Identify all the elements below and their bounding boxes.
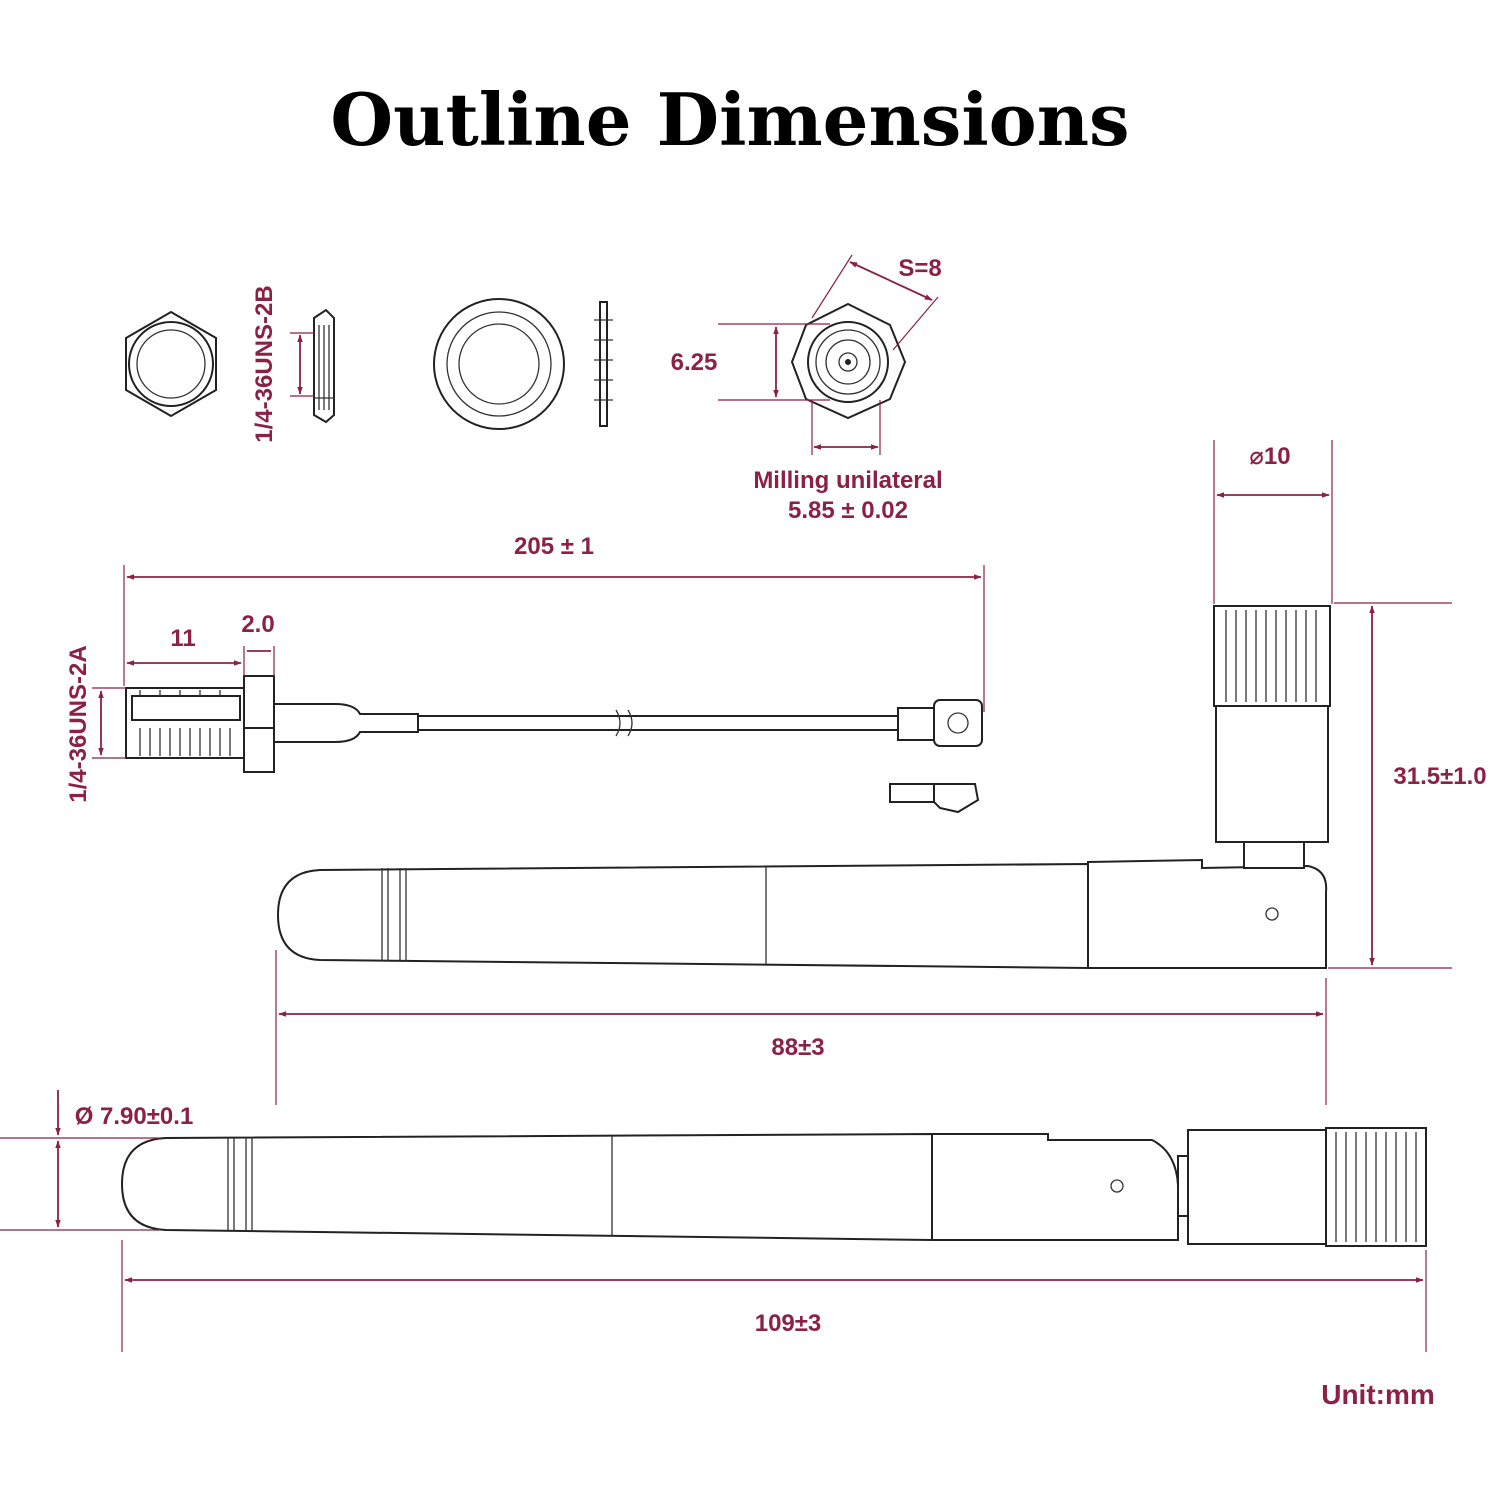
milling-label-line2: 5.85 ± 0.02 [788, 497, 908, 524]
bent-antenna [276, 605, 1331, 970]
height-625-dimension: 6.25 [671, 323, 830, 401]
page-title: Outline Dimensions [330, 77, 1129, 162]
thread-length-dimension: 11 [126, 625, 245, 676]
height-625-label: 6.25 [671, 349, 718, 376]
tube-diameter-dimension: Ø 7.90±0.1 [0, 1090, 194, 1231]
hex-nut-side [313, 308, 335, 424]
flange-width-dimension: 2.0 [241, 611, 275, 676]
nut-thread-dimension: 1/4-36UNS-2B [251, 285, 314, 443]
cable-length-dimension: 205 ± 1 [123, 533, 985, 712]
milling-dimension: Milling unilateral 5.85 ± 0.02 [753, 400, 943, 524]
unit-label: Unit:mm [1321, 1379, 1435, 1410]
straight-antenna [120, 1127, 1427, 1247]
straight-length-dimension: 109±3 [121, 1240, 1427, 1352]
diameter-10-label: ⌀10 [1249, 443, 1290, 470]
thread-length-label: 11 [170, 625, 195, 652]
jack-thread-label: 1/4-36UNS-2A [65, 645, 92, 802]
height-315-label: 31.5±1.0 [1393, 763, 1486, 790]
milling-label-line1: Milling unilateral [753, 467, 942, 494]
flange-width-label: 2.0 [241, 611, 274, 638]
s8-dimension: S=8 [811, 254, 942, 351]
cable-assembly [125, 675, 983, 814]
lock-washer [433, 298, 565, 430]
cable-length-label: 205 ± 1 [514, 533, 594, 560]
hex-nut [125, 310, 217, 418]
nut-thread-label: 1/4-36UNS-2B [251, 285, 278, 442]
tube-diameter-label: Ø 7.90±0.1 [75, 1103, 194, 1130]
straight-length-label: 109±3 [755, 1310, 822, 1337]
s8-label: S=8 [898, 255, 941, 282]
lock-washer-side [594, 301, 613, 427]
bent-length-label: 88±3 [771, 1034, 824, 1061]
height-315-dimension: 31.5±1.0 [1328, 602, 1487, 969]
bent-length-dimension: 88±3 [275, 950, 1327, 1105]
connector-end-view [790, 302, 907, 420]
diameter-10-dimension: ⌀10 [1213, 440, 1333, 604]
jack-thread-dimension: 1/4-36UNS-2A [65, 645, 126, 803]
